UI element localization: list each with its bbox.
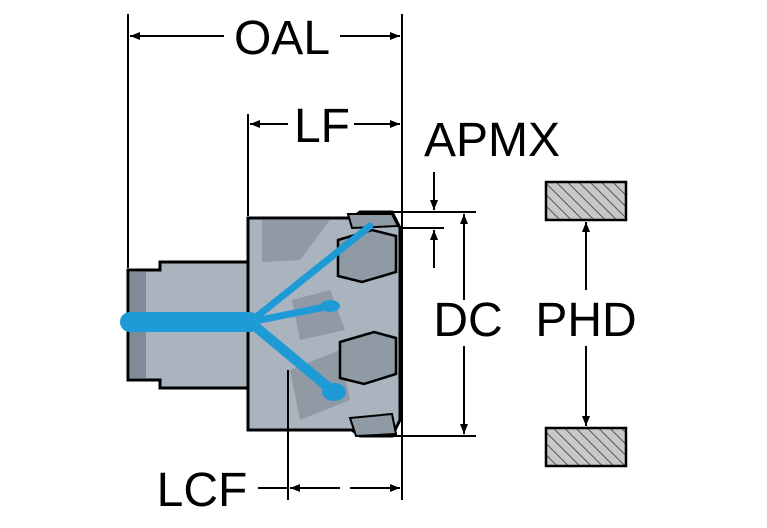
dim-dc: DC xyxy=(433,214,503,434)
coolant-branch-bottom xyxy=(245,317,339,397)
phd-hatch-top xyxy=(544,180,628,222)
dim-phd-label: PHD xyxy=(535,294,636,347)
insert-edge-top xyxy=(346,213,400,230)
dim-lf-label: LF xyxy=(294,100,350,153)
dim-oal-label: OAL xyxy=(234,12,330,65)
coolant-branch-middle xyxy=(246,302,334,326)
dim-apmx: APMX xyxy=(424,114,560,268)
extension-lines xyxy=(127,14,476,500)
phd-hatch-bottom xyxy=(544,426,628,468)
dim-lf: LF xyxy=(250,100,400,153)
flute-1 xyxy=(262,220,330,262)
dim-apmx-label: APMX xyxy=(424,114,560,167)
dim-lcf: LCF xyxy=(157,464,400,517)
dim-phd: PHD xyxy=(535,180,637,468)
dim-lcf-label: LCF xyxy=(157,464,248,517)
coolant-outlet-bottom xyxy=(322,383,346,401)
insert-middle xyxy=(338,330,398,386)
coolant-outlets xyxy=(320,300,346,401)
coolant-channels xyxy=(120,222,374,397)
coolant-branch-top xyxy=(246,222,374,326)
insert-bottom xyxy=(348,412,398,438)
insert-top xyxy=(336,228,398,284)
dim-oal: OAL xyxy=(130,12,400,65)
dim-dc-label: DC xyxy=(433,294,502,347)
coolant-outlet-middle xyxy=(320,300,340,312)
